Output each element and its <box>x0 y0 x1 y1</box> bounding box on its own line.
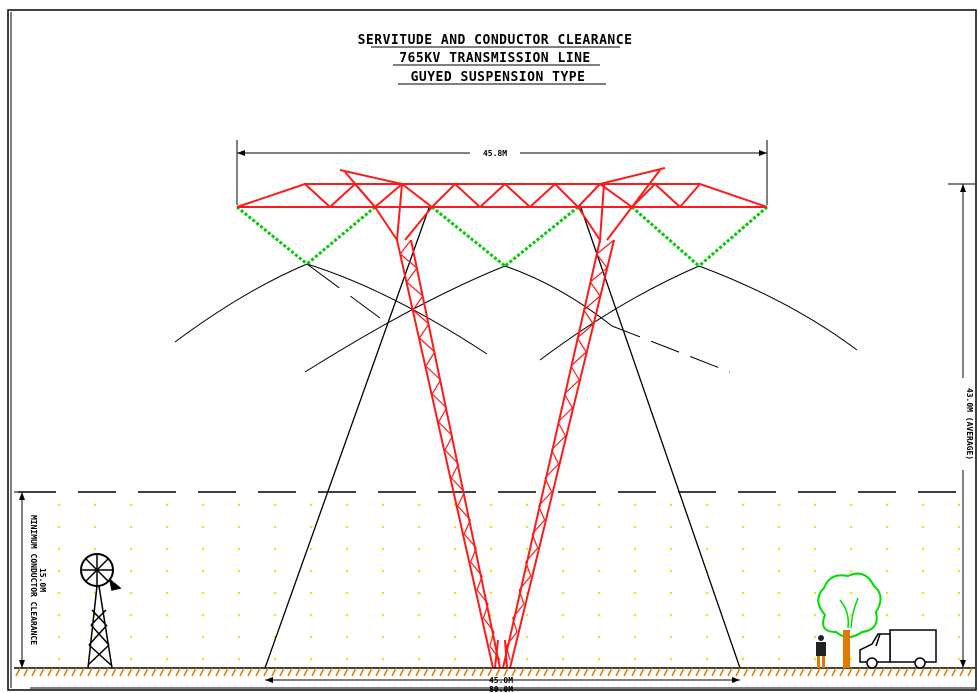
title-line-2: 765KV TRANSMISSION LINE <box>399 51 591 66</box>
ground-hatch <box>15 667 973 677</box>
conductors <box>174 263 858 373</box>
top-width-label: 45.8M <box>483 149 507 158</box>
insulator-strings <box>236 205 768 268</box>
title-line-1: SERVITUDE AND CONDUCTOR CLEARANCE <box>358 33 633 48</box>
title-line-3: GUYED SUSPENSION TYPE <box>411 70 586 85</box>
height-dimension: 43.0M (AVERAGE) <box>948 183 975 669</box>
title-block: SERVITUDE AND CONDUCTOR CLEARANCE 765KV … <box>358 33 633 85</box>
clearance-zone-dots <box>57 503 961 661</box>
top-width-dimension: 45.8M <box>236 140 768 205</box>
guy-wires <box>264 204 741 669</box>
tower <box>236 167 768 669</box>
drawing-frame <box>7 9 977 691</box>
tower-lattice <box>399 239 615 661</box>
person-icon <box>816 635 826 668</box>
base-outer-label: 80.0M <box>489 685 513 693</box>
tree-icon <box>817 572 882 668</box>
base-dimension: 45.0M 80.0M <box>30 676 975 693</box>
clearance-dimension: MINIMUM CONDUCTOR CLEARANCE 15.0M <box>14 491 47 668</box>
base-inner-label: 45.0M <box>489 676 513 685</box>
clearance-value-label: 15.0M <box>38 568 47 592</box>
clearance-label: MINIMUM CONDUCTOR CLEARANCE <box>29 515 38 645</box>
height-label: 43.0M (AVERAGE) <box>965 388 974 460</box>
windmill-icon <box>80 553 122 669</box>
truck-icon <box>859 629 937 669</box>
